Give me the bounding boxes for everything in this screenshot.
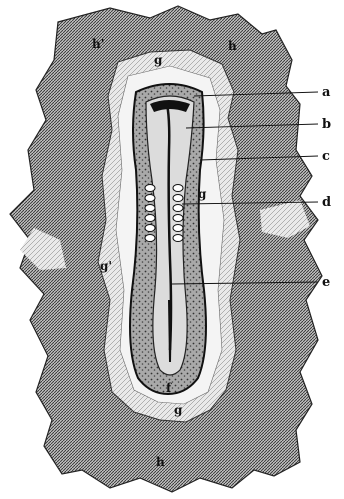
label-f: f	[166, 381, 172, 395]
label-g-prime: g'	[100, 259, 112, 273]
label-h-bottom: h	[156, 455, 165, 469]
label-a: a	[322, 85, 331, 100]
label-e: e	[322, 275, 330, 290]
label-b: b	[322, 117, 331, 132]
label-h-prime: h'	[92, 37, 104, 51]
label-d: d	[322, 195, 331, 210]
label-c: c	[322, 149, 330, 164]
label-g-top: g	[154, 53, 163, 67]
label-g-bottom: g	[174, 403, 183, 417]
label-g-mid: g	[198, 187, 207, 201]
label-h-top: h	[228, 39, 237, 53]
